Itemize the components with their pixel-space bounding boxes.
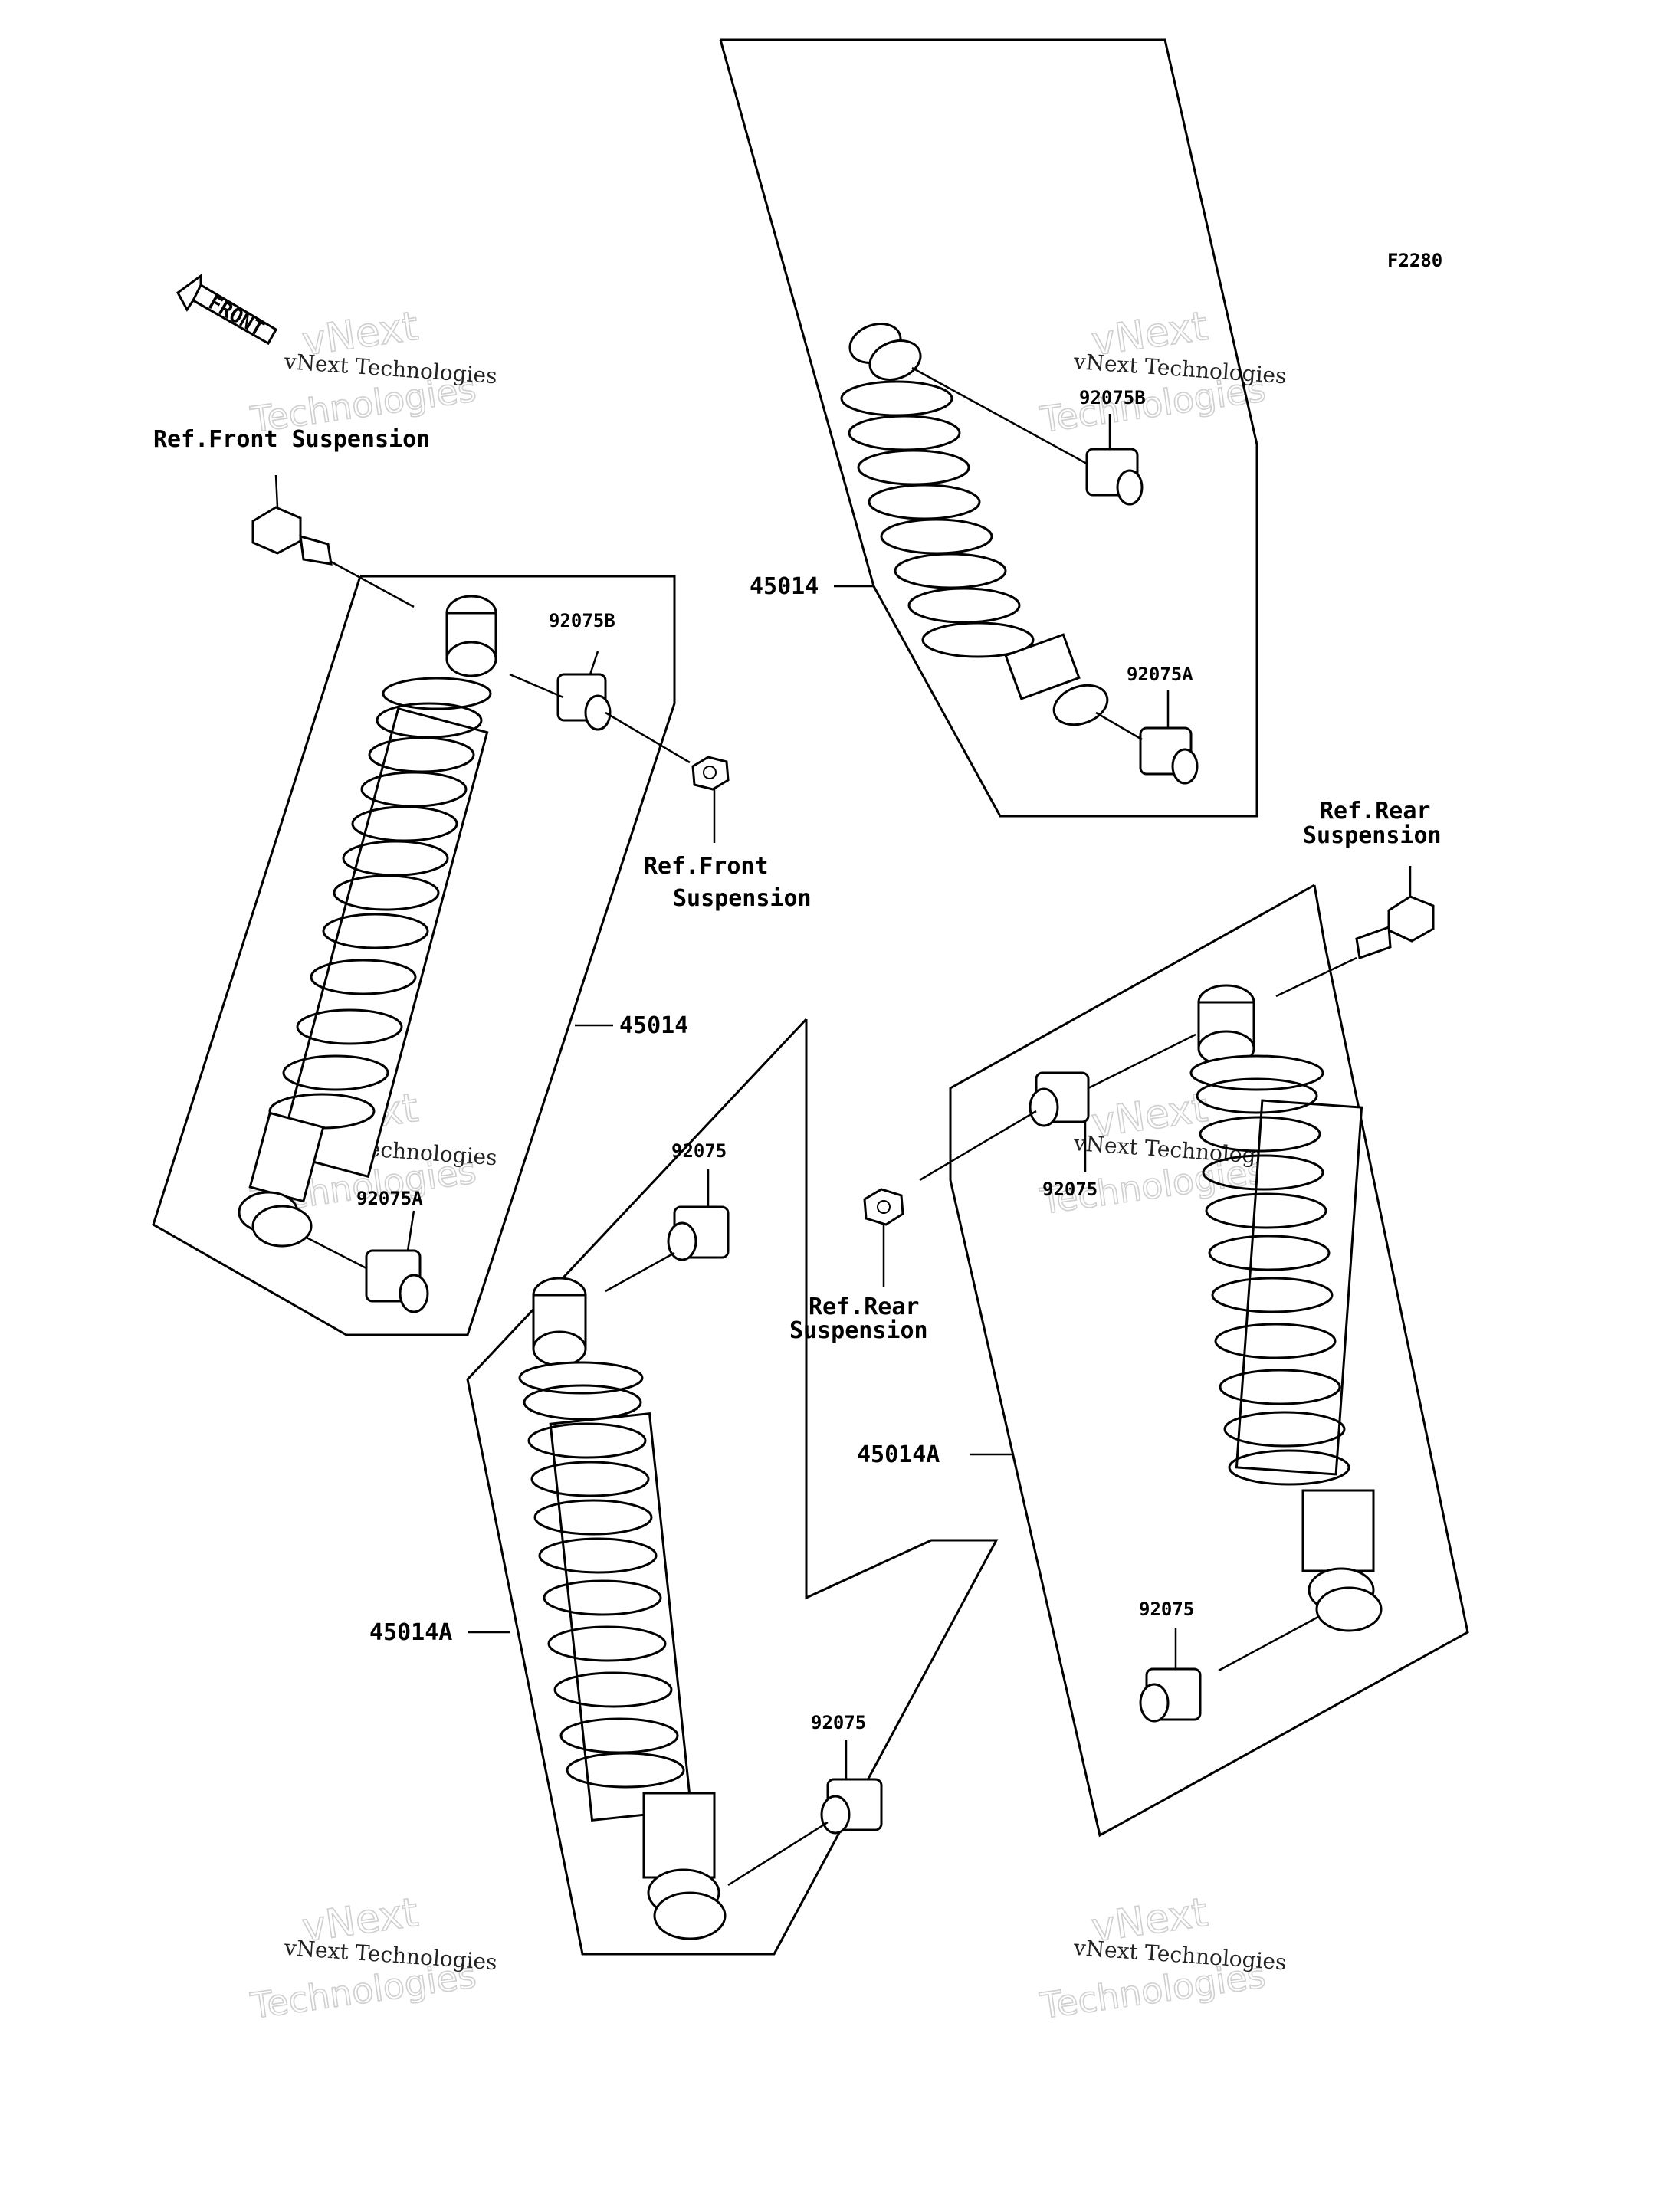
figure-code: F2280 xyxy=(1387,250,1442,271)
front-direction-arrow-icon: FRONT xyxy=(176,274,278,346)
part-number-label: 45014A xyxy=(369,1619,452,1646)
bushing-icon xyxy=(911,366,1144,506)
spring-coil-icon xyxy=(523,1384,685,1789)
group-frame xyxy=(949,884,1469,1838)
spring-coil-icon xyxy=(1196,1077,1350,1486)
group-frame xyxy=(466,1018,999,1956)
bushing-icon xyxy=(306,1210,429,1313)
part-code: 92075A xyxy=(1127,664,1193,685)
part-number-label: 45014A xyxy=(857,1441,940,1468)
reference-label: Ref.Front Suspension xyxy=(153,426,430,453)
bushing-icon xyxy=(919,1033,1196,1182)
reference-label: Suspension xyxy=(673,885,812,912)
group-front-right: 92075B 92075A 45014 xyxy=(719,38,1258,818)
reference-label: Ref.Rear xyxy=(809,1294,920,1320)
group-front-left: Ref.Front Suspension xyxy=(152,426,812,1336)
reference-label: Suspension xyxy=(789,1317,928,1344)
shock-absorber-icon xyxy=(238,595,497,1248)
bushing-icon xyxy=(727,1740,883,1887)
part-code: 92075B xyxy=(1079,387,1146,408)
part-code: 92075B xyxy=(549,610,615,631)
part-number-label: 45014 xyxy=(619,1012,688,1039)
reference-label: Ref.Front xyxy=(644,853,769,880)
reference-label: Ref.Rear xyxy=(1320,798,1431,825)
reference-label: Suspension xyxy=(1303,822,1442,849)
part-code: 92075 xyxy=(1042,1179,1098,1200)
part-code: 92075 xyxy=(1139,1599,1194,1620)
shock-absorber-icon xyxy=(1189,984,1383,1632)
group-frame xyxy=(719,38,1258,818)
group-rear-left: 92075 92075 45014A xyxy=(369,1018,999,1956)
part-code: 92075 xyxy=(811,1712,866,1733)
front-arrow-label: FRONT xyxy=(205,291,268,341)
part-code: 92075 xyxy=(671,1140,727,1162)
bushing-icon xyxy=(509,651,691,764)
bushing-icon xyxy=(1095,690,1199,785)
spring-coil-icon xyxy=(268,702,483,1130)
part-number-label: 45014 xyxy=(750,573,819,600)
spring-coil-icon xyxy=(840,380,1035,658)
bushing-icon xyxy=(605,1169,730,1293)
bolt-icon xyxy=(1275,866,1435,998)
flange-nut-icon xyxy=(863,1188,904,1287)
shock-absorber-icon xyxy=(840,323,1109,726)
shock-absorber-icon xyxy=(518,1277,727,1940)
group-frame xyxy=(152,575,676,1336)
bolt-icon xyxy=(251,474,415,608)
flange-nut-icon xyxy=(691,756,730,843)
part-code: 92075A xyxy=(356,1188,423,1209)
bushing-icon xyxy=(1139,1615,1319,1723)
group-rear-right: Ref.Rear Suspension xyxy=(789,798,1469,1838)
